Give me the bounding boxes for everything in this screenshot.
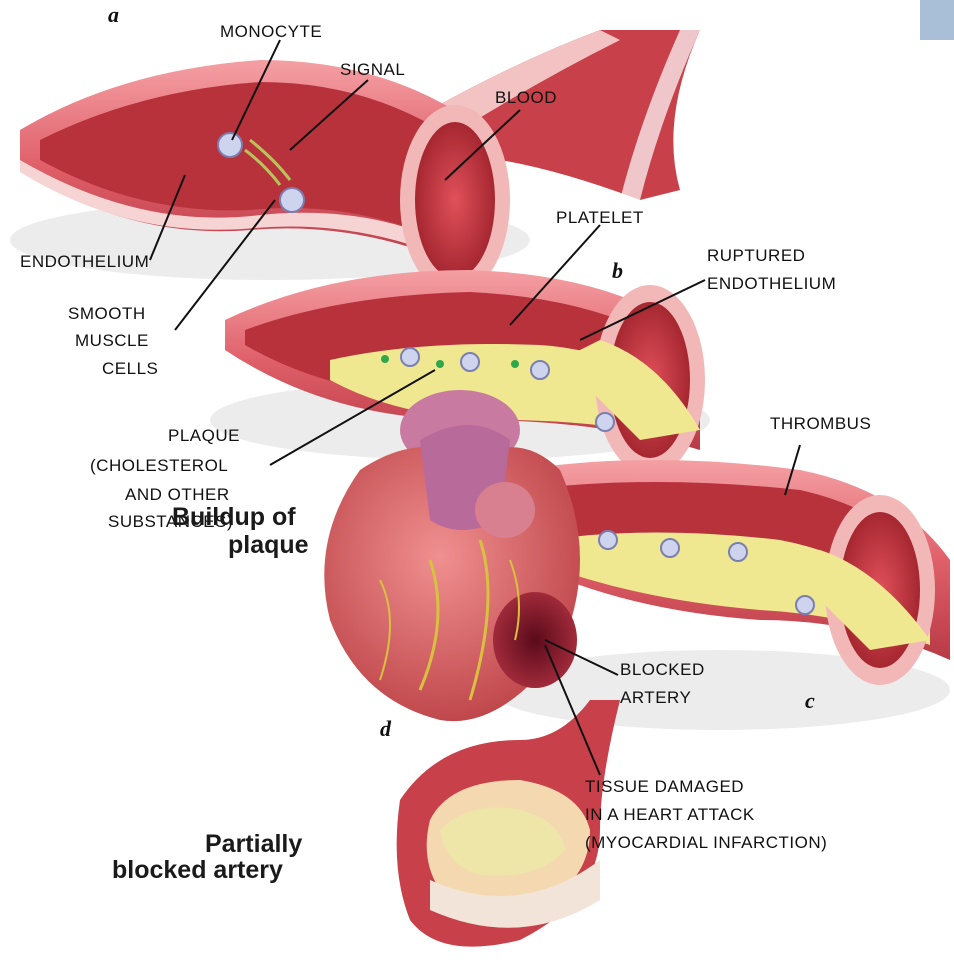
panel-letter-c: c: [805, 688, 815, 714]
label-signal: SIGNAL: [340, 58, 405, 82]
caption-partial-2: blocked artery: [112, 858, 283, 882]
label-blocked-2: ARTERY: [620, 686, 691, 710]
label-tissue-1: TISSUE DAMAGED: [585, 775, 744, 799]
caption-buildup-2: plaque: [228, 533, 309, 557]
label-plaque-2: (CHOLESTEROL: [90, 454, 228, 478]
label-thrombus: THROMBUS: [770, 412, 871, 436]
caption-partial-1: Partially: [205, 832, 302, 856]
label-tissue-2: IN A HEART ATTACK: [585, 803, 755, 827]
caption-buildup-1: Buildup of: [172, 505, 296, 529]
label-ruptured-2: ENDOTHELIUM: [707, 272, 836, 296]
label-ruptured-1: RUPTURED: [707, 244, 805, 268]
label-smooth-3: CELLS: [102, 357, 158, 381]
corner-accent: [920, 0, 954, 40]
panel-letter-a: a: [108, 2, 119, 28]
panel-letter-b: b: [612, 258, 623, 284]
label-monocyte: MONOCYTE: [220, 20, 322, 44]
label-blocked-1: BLOCKED: [620, 658, 705, 682]
panel-letter-d: d: [380, 716, 391, 742]
label-blood: BLOOD: [495, 86, 557, 110]
label-smooth-1: SMOOTH: [68, 302, 146, 326]
label-platelet: PLATELET: [556, 206, 644, 230]
label-smooth-2: MUSCLE: [75, 329, 149, 353]
label-plaque-1: PLAQUE: [168, 424, 240, 448]
label-tissue-3: (MYOCARDIAL INFARCTION): [585, 831, 827, 855]
label-endothelium: ENDOTHELIUM: [20, 250, 149, 274]
